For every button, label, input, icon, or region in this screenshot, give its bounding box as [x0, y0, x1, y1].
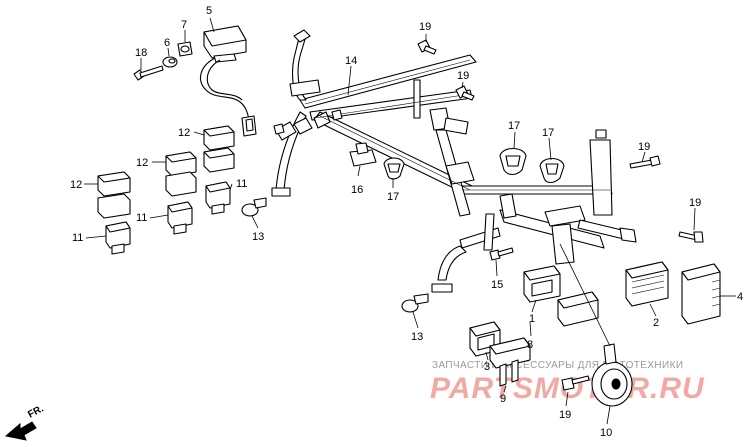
leader-lines — [84, 17, 736, 425]
callout-17-a: 17 — [387, 191, 399, 203]
callout-13-b: 13 — [411, 331, 423, 343]
unit-8 — [557, 291, 599, 327]
callout-12-c: 12 — [70, 179, 82, 191]
bolt-19-b — [455, 85, 475, 101]
callout-6: 6 — [164, 37, 170, 49]
callout-18: 18 — [135, 47, 147, 59]
clamp-17-b — [499, 147, 527, 176]
callout-19-d: 19 — [689, 197, 701, 209]
callout-17-c: 17 — [542, 127, 554, 139]
callout-2: 2 — [653, 317, 659, 329]
watermark-tagline: ЗАПЧАСТИ И АКСЕССУАРЫ ДЛЯ МОТОТЕХНИКИ — [432, 360, 683, 371]
connector-11-b — [167, 201, 193, 235]
wire-harness-frame — [271, 29, 637, 293]
callout-8: 8 — [527, 339, 533, 351]
callout-4: 4 — [737, 291, 743, 303]
callout-16: 16 — [351, 184, 363, 196]
callout-11-b: 11 — [136, 212, 147, 224]
relay-1 — [523, 265, 561, 303]
front-label: FR. — [26, 403, 46, 420]
callout-13-a: 13 — [252, 231, 264, 243]
front-direction-marker: FR. — [4, 403, 46, 441]
callout-19-a: 19 — [419, 21, 431, 33]
grommet-13-b — [401, 293, 429, 313]
control-unit-4 — [681, 263, 721, 325]
clamp-16 — [349, 142, 377, 167]
callout-5: 5 — [206, 5, 212, 17]
callout-10: 10 — [600, 427, 612, 439]
callout-17-b: 17 — [508, 120, 520, 132]
clamp-17-a — [383, 157, 405, 180]
front-arrow-icon — [4, 421, 37, 441]
connector-12-b — [165, 151, 197, 197]
grommet-13-a — [241, 197, 267, 217]
relay-9 — [489, 337, 531, 387]
relay-5 — [199, 25, 257, 137]
horn-10 — [591, 343, 633, 407]
connector-12-c — [97, 171, 131, 219]
callout-3: 3 — [484, 361, 490, 373]
callout-12-a: 12 — [178, 127, 190, 139]
callout-15: 15 — [491, 279, 503, 291]
callout-19-e: 19 — [559, 409, 571, 421]
connector-11-c — [105, 221, 131, 255]
clamp-17-c — [539, 157, 565, 184]
callout-1: 1 — [529, 313, 535, 325]
bolt-19-e — [561, 375, 590, 391]
bolt-15 — [489, 247, 514, 261]
collar-6 — [162, 56, 178, 68]
callout-19-c: 19 — [638, 141, 650, 153]
callout-11-a: 11 — [236, 178, 247, 190]
callout-19-b: 19 — [457, 70, 469, 82]
bolt-19-a — [417, 39, 437, 55]
grommet-7 — [177, 41, 193, 57]
bolt-19-d — [678, 231, 704, 243]
bolt-19-c — [629, 155, 661, 169]
callout-12-b: 12 — [136, 157, 148, 169]
callout-14: 14 — [345, 55, 357, 67]
connector-12-a — [203, 125, 235, 173]
connector-11-a — [205, 181, 231, 215]
callout-labels: 5 18 6 7 14 19 19 17 17 19 19 12 12 12 1… — [70, 5, 743, 439]
callout-11-c: 11 — [72, 232, 83, 244]
callout-7: 7 — [181, 19, 187, 31]
control-unit-2 — [625, 261, 669, 307]
bolt-18 — [133, 65, 164, 81]
callout-9: 9 — [500, 393, 506, 405]
